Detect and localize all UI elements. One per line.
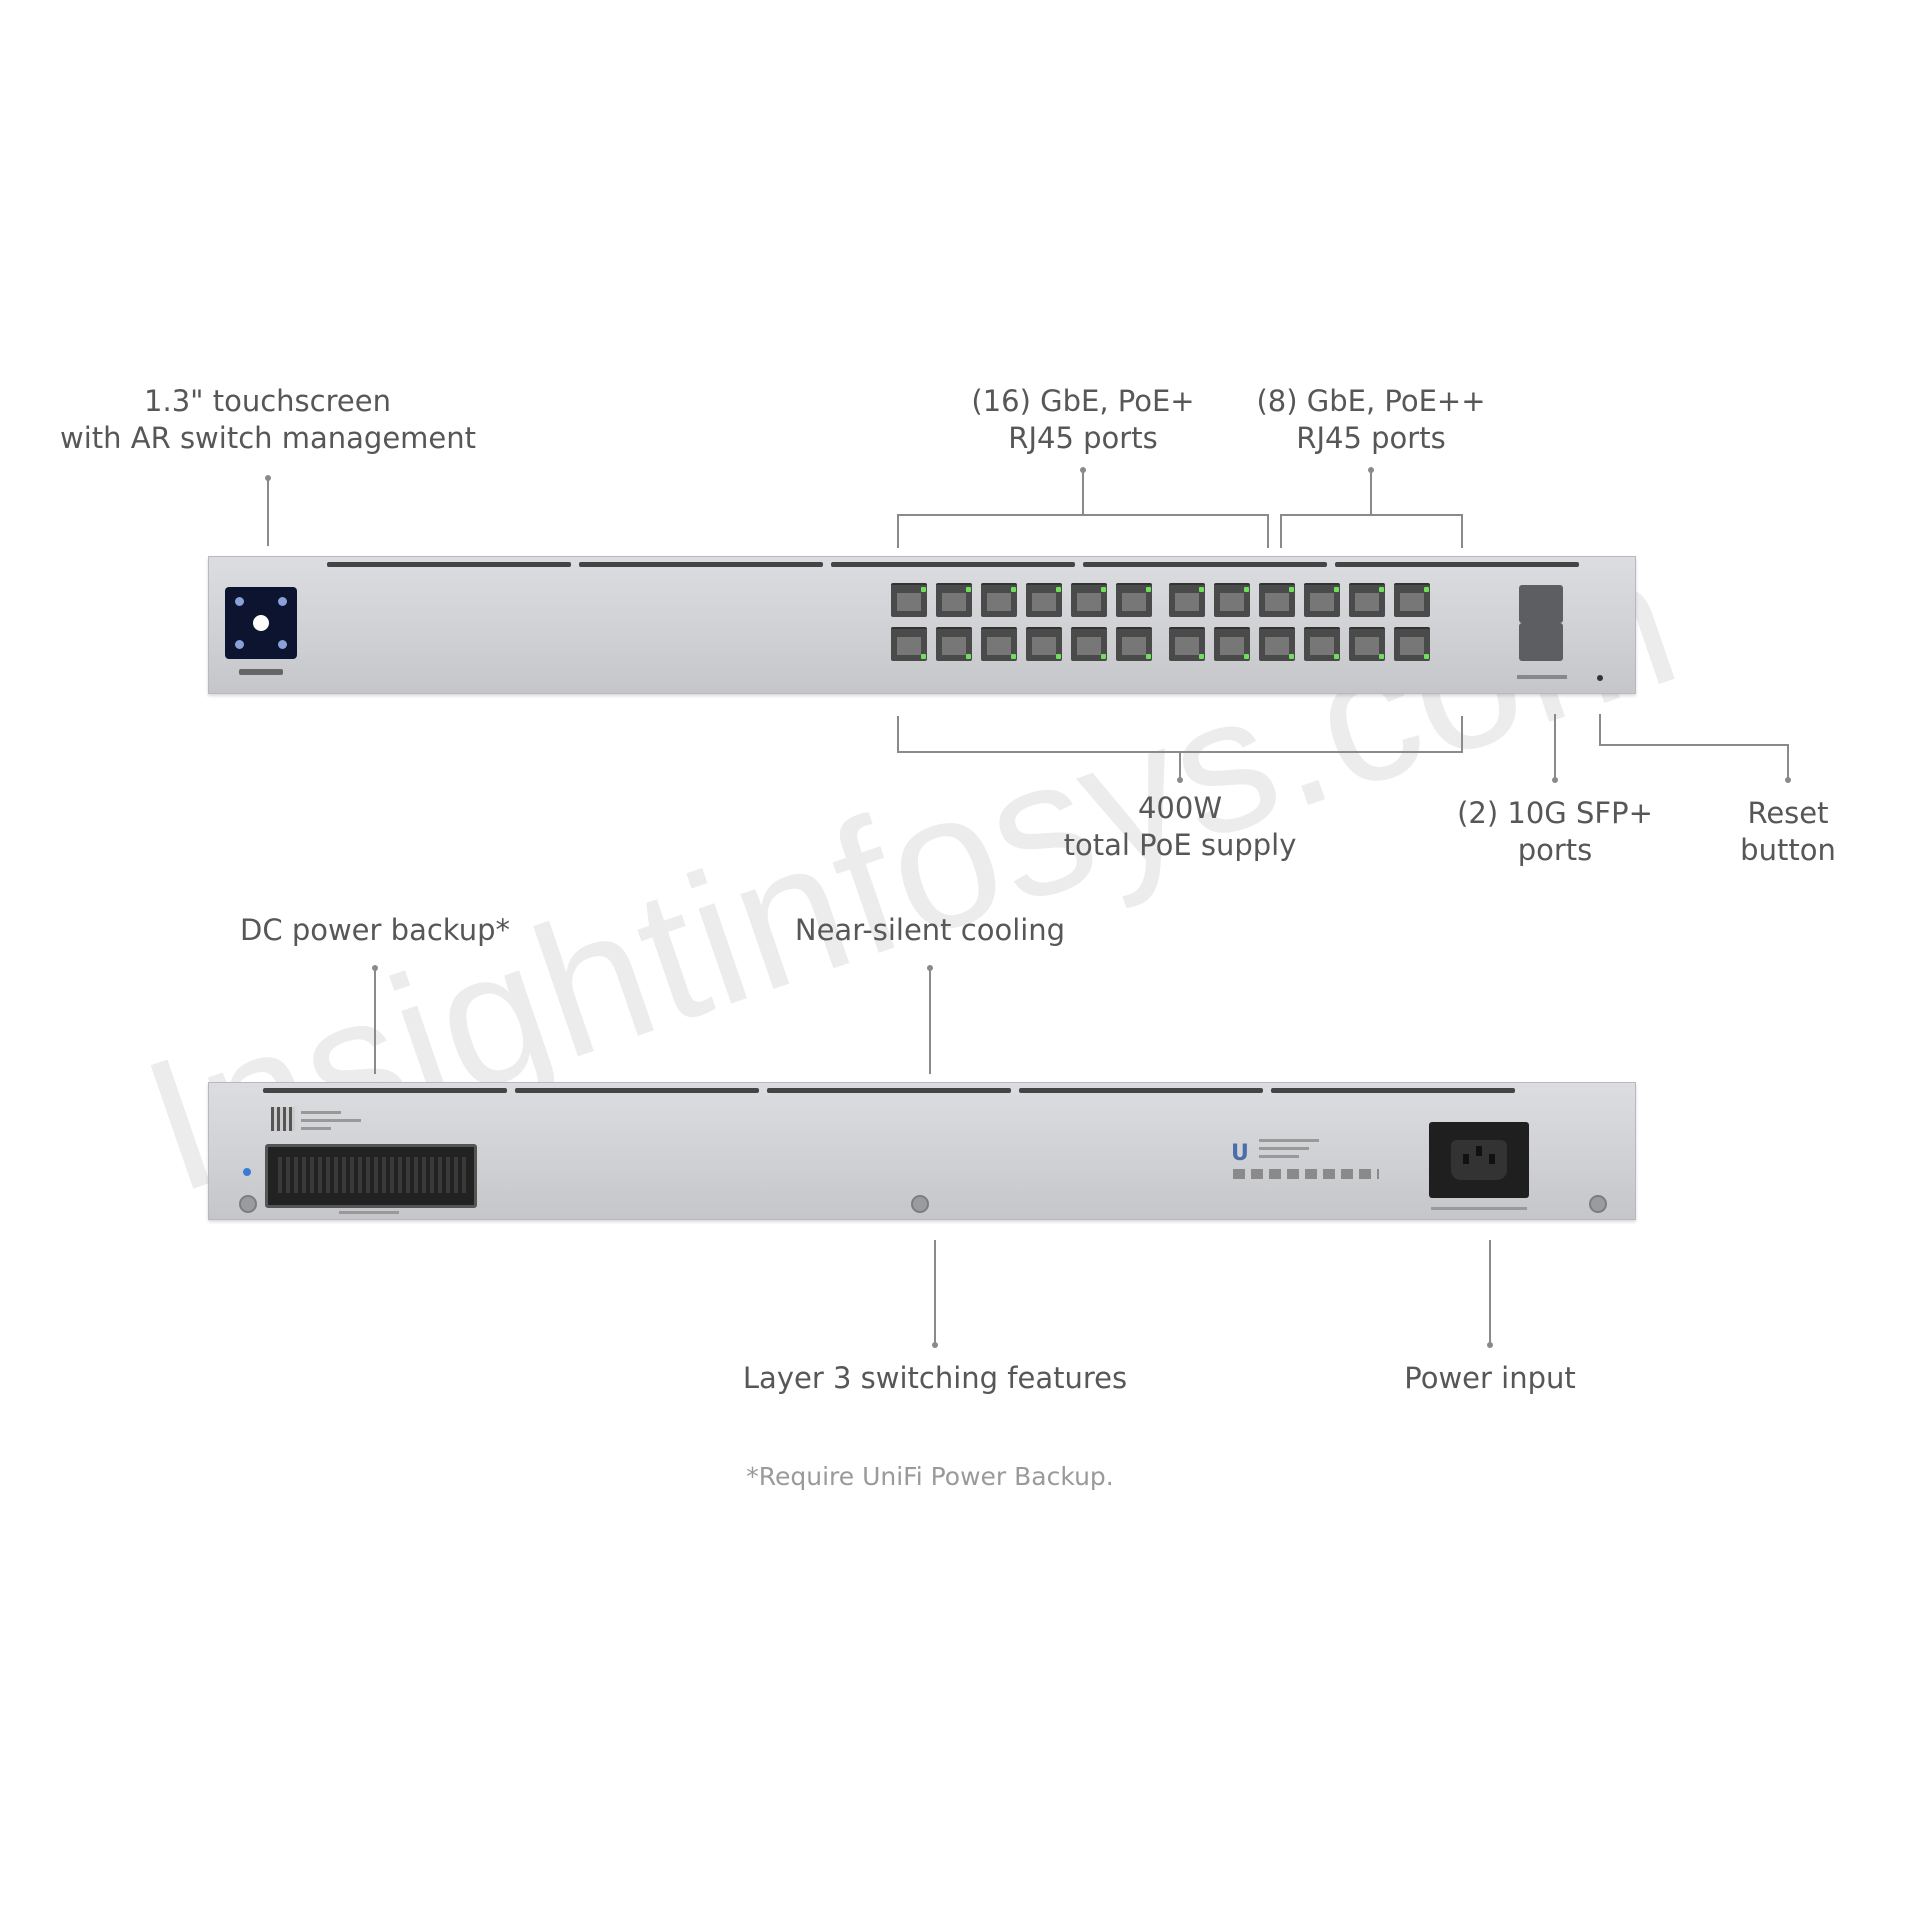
label-power-input: Power input — [1404, 1361, 1576, 1395]
rj45-port[interactable] — [1349, 583, 1385, 617]
label-sfp: (2) 10G SFP+ports — [1457, 796, 1653, 867]
rj45-port[interactable] — [1116, 583, 1152, 617]
rj45-port[interactable] — [1394, 627, 1430, 661]
rj45-port[interactable] — [891, 583, 927, 617]
rj45-port[interactable] — [1259, 583, 1295, 617]
switch-rear-panel: U — [208, 1082, 1636, 1220]
brand-logo — [239, 669, 283, 675]
rj45-port[interactable] — [1259, 627, 1295, 661]
status-led — [243, 1168, 251, 1176]
vent — [515, 1088, 759, 1093]
rj45-port[interactable] — [1026, 627, 1062, 661]
label-cooling: Near-silent cooling — [794, 913, 1066, 947]
rj45-port[interactable] — [1304, 627, 1340, 661]
footnote: *Require UniFi Power Backup. — [746, 1462, 1114, 1491]
vent — [579, 562, 823, 567]
sfp-port-2[interactable] — [1519, 623, 1563, 661]
rj45-port[interactable] — [1394, 583, 1430, 617]
vent — [831, 562, 1075, 567]
rj45-port[interactable] — [1116, 627, 1152, 661]
qr-code — [271, 1107, 295, 1131]
label-layer3: Layer 3 switching features — [742, 1361, 1128, 1395]
dc-power-backup-port[interactable] — [265, 1144, 477, 1208]
rj45-port[interactable] — [936, 583, 972, 617]
switch-front-panel — [208, 556, 1636, 694]
rj45-port[interactable] — [1304, 583, 1340, 617]
rj45-port[interactable] — [1169, 583, 1205, 617]
vent — [327, 562, 571, 567]
rj45-port[interactable] — [981, 627, 1017, 661]
vent — [1019, 1088, 1263, 1093]
rj45-port[interactable] — [936, 627, 972, 661]
rj45-port[interactable] — [1214, 627, 1250, 661]
label-dc-backup: DC power backup* — [240, 913, 510, 947]
label-poe-plus: (16) GbE, PoE+RJ45 ports — [971, 384, 1195, 455]
certification-marks — [1233, 1169, 1379, 1179]
screw — [1589, 1195, 1607, 1213]
screw — [239, 1195, 257, 1213]
rj45-port[interactable] — [1071, 583, 1107, 617]
screw — [911, 1195, 929, 1213]
sfp-label — [1517, 675, 1567, 679]
rj45-port[interactable] — [1026, 583, 1062, 617]
rj45-port[interactable] — [891, 627, 927, 661]
vent — [1335, 562, 1579, 567]
power-input-socket[interactable] — [1429, 1122, 1529, 1198]
vent — [263, 1088, 507, 1093]
rj45-port[interactable] — [981, 583, 1017, 617]
sfp-port-1[interactable] — [1519, 585, 1563, 623]
ubiquiti-logo-icon: U — [1231, 1141, 1249, 1166]
rj45-port[interactable] — [1214, 583, 1250, 617]
rj45-port[interactable] — [1071, 627, 1107, 661]
rj45-port[interactable] — [1349, 627, 1385, 661]
vent — [1271, 1088, 1515, 1093]
vent — [767, 1088, 1011, 1093]
label-poe-plus-plus: (8) GbE, PoE++RJ45 ports — [1256, 384, 1486, 455]
reset-button[interactable] — [1597, 675, 1603, 681]
rj45-port[interactable] — [1169, 627, 1205, 661]
vent — [1083, 562, 1327, 567]
touchscreen-display[interactable] — [225, 587, 297, 659]
